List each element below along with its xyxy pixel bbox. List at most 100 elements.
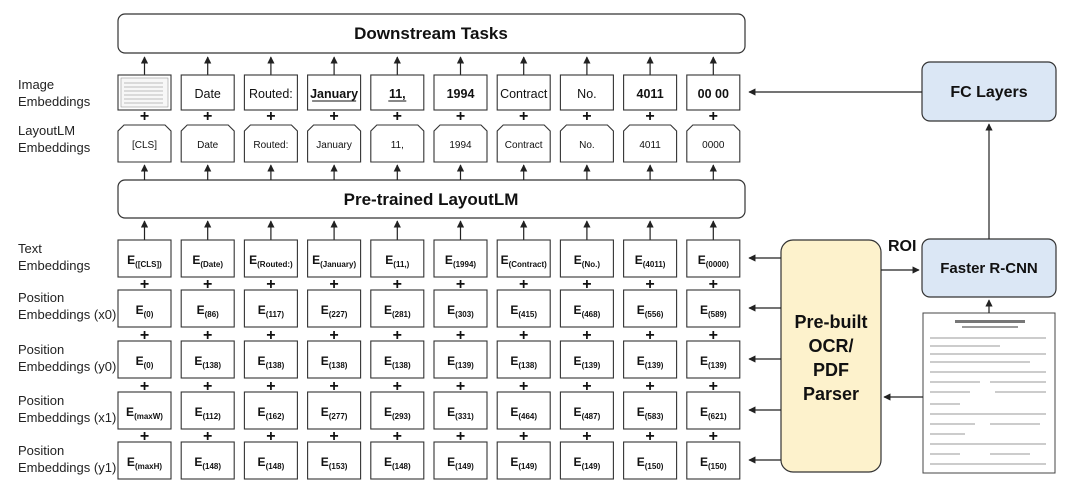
row-label-x0-2: Embeddings (x0) — [18, 307, 116, 322]
layoutlm-embedding-box — [180, 124, 235, 163]
text-embedding-label: E(January) — [312, 253, 356, 269]
image-embedding-box — [559, 74, 614, 111]
image-embedding-token: Contract — [500, 87, 548, 101]
plus-sign: + — [456, 108, 465, 125]
layoutlm-embedding-box — [307, 124, 362, 163]
position-y1-embedding-label: E(148) — [258, 455, 285, 471]
text-embedding-box — [370, 239, 425, 278]
position-y1-embedding-label: E(153) — [321, 455, 348, 471]
position-x1-embedding-box — [686, 391, 741, 430]
layoutlm-embedding-box — [370, 124, 425, 163]
position-x0-embedding-box — [180, 289, 235, 328]
position-x0-embedding-box — [496, 289, 551, 328]
text-embedding-label: E(11,) — [385, 253, 409, 269]
position-x1-embedding-box — [243, 391, 298, 430]
plus-sign: + — [393, 327, 402, 344]
layoutlm-embedding-box — [243, 124, 298, 163]
position-y0-embedding-box — [243, 340, 298, 379]
position-y0-embedding-label: E(0) — [136, 354, 154, 370]
plus-sign: + — [140, 327, 149, 344]
position-y0-embedding-box — [117, 340, 172, 379]
position-x0-embedding-box — [433, 289, 488, 328]
position-y0-embedding-label: E(139) — [700, 354, 727, 370]
image-embedding-box — [496, 74, 551, 111]
layoutlm-embedding-box — [686, 124, 741, 163]
plus-sign: + — [140, 428, 149, 445]
plus-sign: + — [519, 108, 528, 125]
position-y0-embedding-label: E(138) — [384, 354, 411, 370]
position-y1-embedding-label: E(148) — [384, 455, 411, 471]
layoutlm-embedding-token: 4011 — [639, 140, 661, 151]
position-x1-embedding-box — [496, 391, 551, 430]
text-embedding-label: E(Contract) — [501, 253, 548, 269]
position-x0-embedding-label: E(86) — [197, 303, 220, 319]
plus-sign: + — [203, 327, 212, 344]
row-label-image-1: Image — [18, 77, 54, 92]
layoutlm-embedding-box — [559, 124, 614, 163]
plus-sign: + — [645, 428, 654, 445]
position-y0-embedding-label: E(138) — [321, 354, 348, 370]
plus-sign: + — [393, 276, 402, 293]
plus-sign: + — [266, 378, 275, 395]
position-y0-embedding-label: E(138) — [194, 354, 221, 370]
plus-sign: + — [519, 327, 528, 344]
row-label-image-2: Embeddings — [18, 94, 91, 109]
position-y0-embedding-box — [559, 340, 614, 379]
row-label-x1-2: Embeddings (x1) — [18, 410, 116, 425]
image-embedding-box — [307, 74, 362, 111]
plus-sign: + — [582, 327, 591, 344]
position-x0-embedding-label: E(227) — [321, 303, 348, 319]
position-y1-embedding-box — [370, 441, 425, 480]
row-label-y0-2: Embeddings (y0) — [18, 359, 116, 374]
position-y1-embedding-box — [243, 441, 298, 480]
plus-sign: + — [645, 327, 654, 344]
position-x1-embedding-label: E(583) — [637, 405, 664, 421]
plus-sign: + — [329, 276, 338, 293]
parser-line-2: OCR/ — [809, 336, 854, 356]
position-x0-embedding-label: E(468) — [574, 303, 601, 319]
plus-sign: + — [709, 378, 718, 395]
position-x0-embedding-box — [243, 289, 298, 328]
text-embedding-box — [496, 239, 551, 278]
plus-sign: + — [266, 276, 275, 293]
position-x1-embedding-box — [370, 391, 425, 430]
plus-sign: + — [203, 378, 212, 395]
position-y1-embedding-label: E(148) — [194, 455, 221, 471]
plus-sign: + — [329, 327, 338, 344]
position-x0-embedding-label: E(117) — [258, 303, 285, 319]
position-x1-embedding-box — [307, 391, 362, 430]
row-label-text-2: Embeddings — [18, 258, 91, 273]
image-embedding-token: 00 00 — [698, 87, 729, 101]
position-y1-embedding-box — [307, 441, 362, 480]
position-y0-embedding-box — [686, 340, 741, 379]
plus-sign: + — [709, 428, 718, 445]
position-x0-embedding-label: E(303) — [447, 303, 474, 319]
position-x1-embedding-label: E(331) — [447, 405, 474, 421]
plus-sign: + — [582, 428, 591, 445]
layoutlm-embedding-token: 1994 — [449, 140, 472, 151]
position-x1-embedding-label: E(maxW) — [126, 405, 163, 421]
row-label-y0-1: Position — [18, 342, 64, 357]
plus-sign: + — [456, 276, 465, 293]
connector-arrows — [748, 88, 993, 464]
image-embedding-token: Routed: — [249, 87, 293, 101]
plus-sign: + — [393, 378, 402, 395]
text-embedding-box — [433, 239, 488, 278]
image-embedding-box — [623, 74, 678, 111]
position-y1-embedding-label: E(maxH) — [127, 455, 162, 471]
position-x0-embedding-box — [117, 289, 172, 328]
position-y1-embedding-box — [180, 441, 235, 480]
text-embedding-label: E(Date) — [192, 253, 223, 269]
position-x0-embedding-label: E(415) — [510, 303, 537, 319]
position-y0-embedding-box — [180, 340, 235, 379]
image-embedding-token: 4011 — [637, 87, 664, 101]
plus-sign: + — [709, 108, 718, 125]
plus-sign: + — [329, 428, 338, 445]
text-embedding-label: E([CLS]) — [127, 253, 162, 269]
plus-sign: + — [456, 327, 465, 344]
plus-sign: + — [645, 378, 654, 395]
text-embedding-box — [623, 239, 678, 278]
plus-sign: + — [140, 378, 149, 395]
position-x1-embedding-label: E(162) — [258, 405, 285, 421]
